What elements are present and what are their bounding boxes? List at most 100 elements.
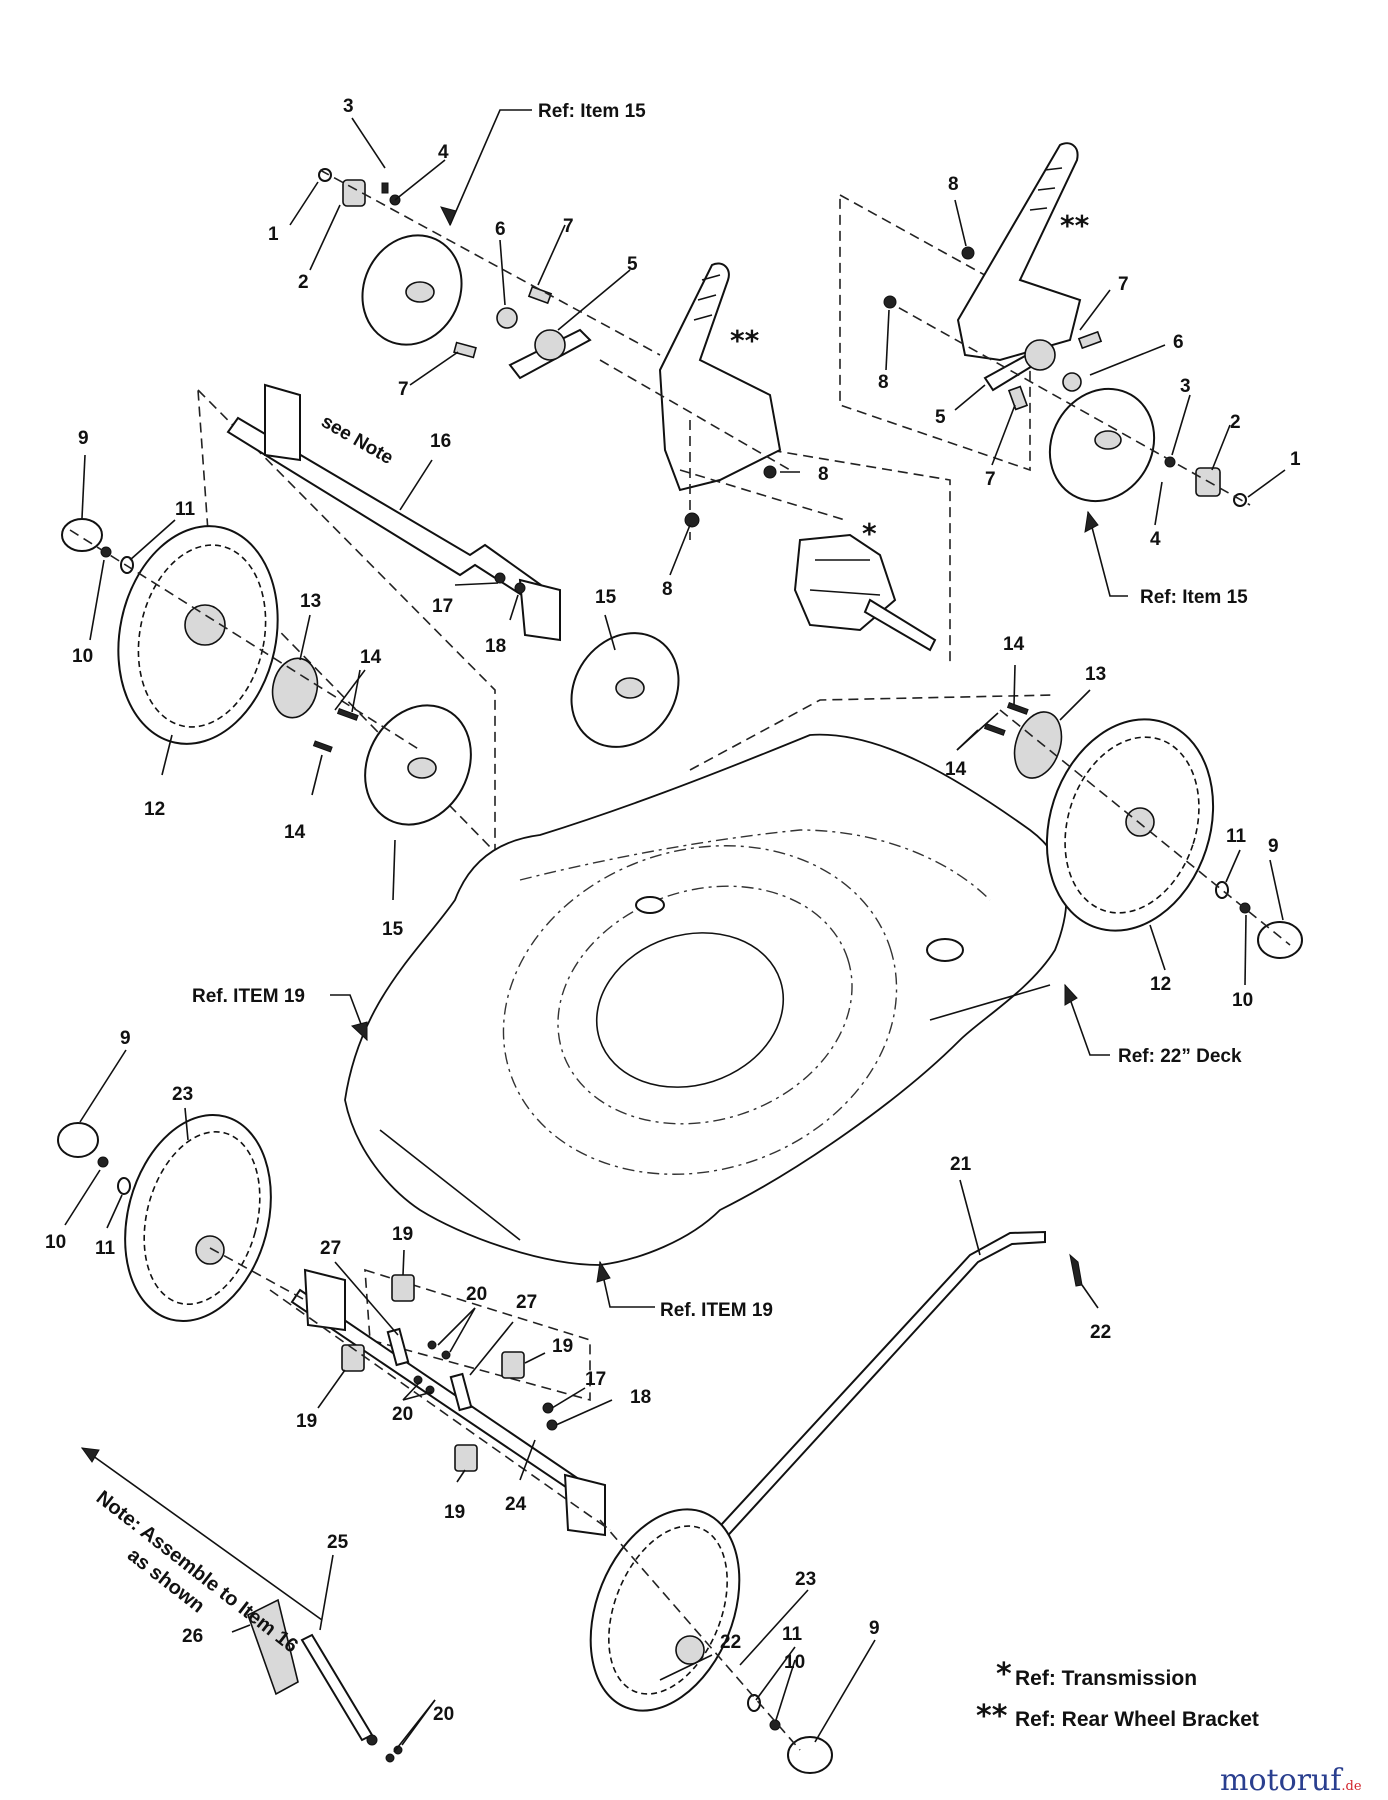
ref-deck: Ref: 22” Deck [1118,1046,1242,1067]
callout-11d: 11 [782,1624,803,1645]
arrowheads [80,206,1099,1463]
callout-14c: 14 [1003,634,1025,655]
mower-deck [344,733,1068,1266]
callout-5: 5 [627,254,638,275]
callout-13b: 13 [1085,664,1106,685]
callout-2b: 2 [1230,412,1241,433]
rear-wheel-bracket-right [956,142,1082,362]
callout-9b: 9 [1268,836,1279,857]
callout-16: 16 [430,431,451,452]
callout-19c: 19 [296,1411,317,1432]
right-height-adjuster-group [883,142,1251,507]
callout-17a: 17 [432,596,453,617]
callout-7b: 7 [398,379,409,400]
callout-4b: 4 [1150,529,1161,550]
callout-10b: 10 [1232,990,1253,1011]
callout-11c: 11 [95,1238,116,1259]
callout-15a: 15 [595,587,617,608]
callout-6b: 6 [1173,332,1184,353]
lever-25 [300,1633,374,1742]
callout-6: 6 [495,219,506,240]
ref-item15-right: Ref: Item 15 [1140,587,1248,608]
callout-18b: 18 [630,1387,651,1408]
callout-7d: 7 [985,469,996,490]
legend-text-1: Ref: Transmission [1015,1667,1197,1690]
callout-11b: 11 [1226,826,1247,847]
callout-14d: 14 [945,759,967,780]
callout-13a: 13 [300,591,321,612]
callout-3: 3 [343,96,354,117]
callout-7: 7 [563,216,574,237]
callout-23a: 23 [172,1084,193,1105]
ref-see-note: see Note [318,411,397,469]
callout-20b: 20 [392,1404,413,1425]
legend: * Ref: Transmission ** Ref: Rear Wheel B… [976,1657,1259,1734]
callout-22a: 22 [1090,1322,1111,1343]
callout-19b: 19 [552,1336,573,1357]
callout-27a: 27 [320,1238,341,1259]
callout-7c: 7 [1118,274,1129,295]
callout-21: 21 [950,1154,972,1175]
callout-1b: 1 [1290,449,1301,470]
star-bracket-right: ** [1060,209,1090,242]
callout-8a: 8 [818,464,829,485]
callout-8b: 8 [662,579,673,600]
left-height-adjuster-group [318,168,937,652]
enclosure-front-axle [364,1268,591,1402]
callout-4: 4 [438,142,449,163]
callout-23b: 23 [795,1569,816,1590]
callout-9c: 9 [120,1028,131,1049]
left-rear-wheel-group [61,383,680,826]
callout-22b: 22 [720,1632,741,1653]
clip-19-a [391,1274,415,1302]
callout-19d: 19 [444,1502,465,1523]
watermark-logo: motoruf.de [1220,1763,1362,1798]
star-bracket-center: ** [730,324,760,357]
callout-14b: 14 [284,822,306,843]
callout-20c: 20 [433,1704,454,1725]
callout-10a: 10 [72,646,93,667]
wheel-23-left [124,1113,272,1323]
callout-8c: 8 [948,174,959,195]
enclosure-right-bracket [839,193,1031,472]
clip-19-d [454,1444,478,1472]
callout-19a: 19 [392,1224,413,1245]
callout-numbers: 3 1 2 4 6 7 5 7 8 8 8 8 7 6 3 2 1 5 7 4 … [45,96,1301,1725]
ref-item15-top: Ref: Item 15 [538,101,646,122]
callout-17b: 17 [585,1369,606,1390]
right-rear-wheel-group [983,702,1303,959]
callout-5b: 5 [935,407,946,428]
leader-lines [64,109,1286,1753]
ref-item19-left: Ref. ITEM 19 [192,986,305,1007]
callout-12b: 12 [1150,974,1171,995]
callout-27b: 27 [516,1292,537,1313]
callout-10d: 10 [784,1652,805,1673]
callout-3b: 3 [1180,376,1191,397]
legend-mark-1: * [996,1657,1012,1692]
star-marks: * ** ** [730,209,1090,550]
callout-14a: 14 [360,647,382,668]
callout-24: 24 [505,1494,527,1515]
enclosure-transmission [739,444,951,665]
callout-18a: 18 [485,636,506,657]
rear-wheel-bracket-center [658,262,782,492]
callout-15b: 15 [382,919,404,940]
legend-mark-2: ** [976,1699,1008,1734]
callout-9a: 9 [78,428,89,449]
ref-item19-bottom: Ref. ITEM 19 [660,1300,773,1321]
enclosure-deck-link [689,694,1056,771]
callout-11a: 11 [175,499,196,520]
star-transmission: * [862,517,877,550]
clip-19-c [341,1344,365,1372]
callout-1: 1 [268,224,279,245]
callout-25: 25 [327,1532,349,1553]
callout-12a: 12 [144,799,165,820]
legend-text-2: Ref: Rear Wheel Bracket [1015,1708,1259,1731]
callout-2: 2 [298,272,309,293]
watermark-brand: motoruf.de [1220,1763,1362,1798]
callout-9d: 9 [869,1618,880,1639]
callout-20a: 20 [466,1284,487,1305]
callout-8d: 8 [878,372,889,393]
callout-10c: 10 [45,1232,66,1253]
